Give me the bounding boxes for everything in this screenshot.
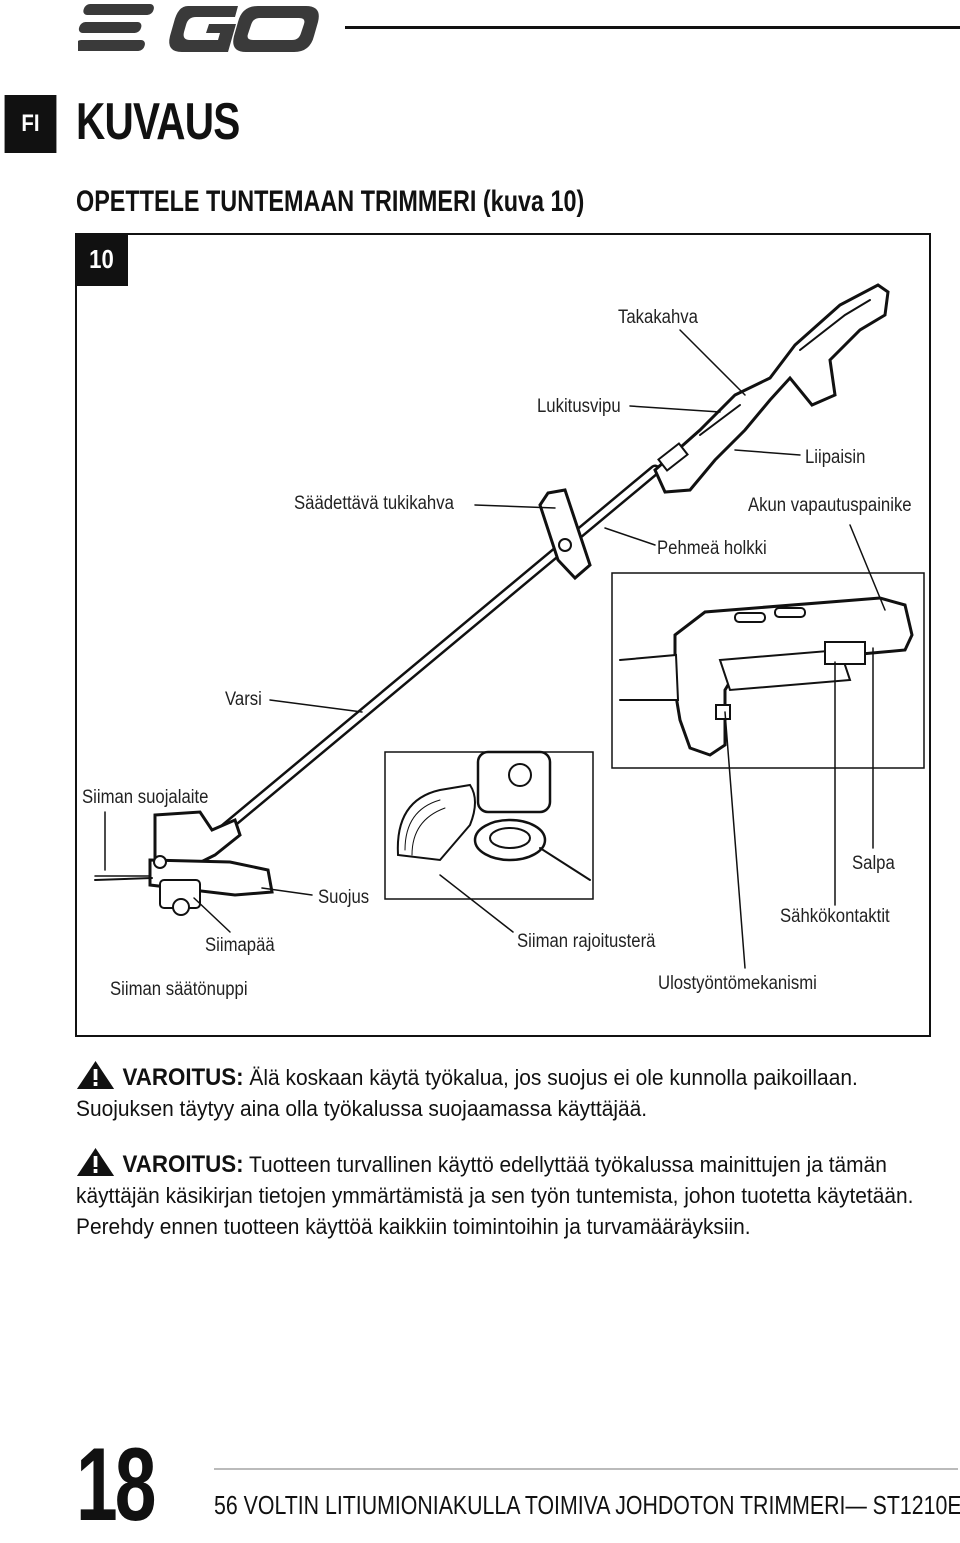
page-number: 18	[76, 1427, 156, 1543]
warning-paragraph: VAROITUS: Älä koskaan käytä työkalua, jo…	[76, 1060, 932, 1124]
label-takakahva: Takakahva	[618, 307, 698, 328]
footer-rule	[214, 1468, 958, 1470]
page-title: KUVAUS	[76, 93, 240, 151]
label-suojus: Suojus	[318, 887, 370, 908]
label-saadettava-tukikahva: Säädettävä tukikahva	[294, 493, 454, 514]
footer-product-line: 56 VOLTIN LITIUMIONIAKULLA TOIMIVA JOHDO…	[214, 1490, 960, 1520]
label-pehmea-holkki: Pehmeä holkki	[657, 538, 767, 559]
label-siiman-saatonuppi: Siiman säätönuppi	[110, 979, 248, 1000]
warning-text: Älä koskaan käytä työkalua, jos suojus e…	[76, 1065, 858, 1121]
ego-logo	[78, 4, 319, 52]
label-sahkokontaktit: Sähkökontaktit	[780, 906, 890, 927]
label-siiman-suojalaite: Siiman suojalaite	[82, 787, 209, 808]
section-subtitle: OPETTELE TUNTEMAAN TRIMMERI (kuva 10)	[76, 185, 585, 218]
warning-keyword: VAROITUS:	[122, 1064, 244, 1091]
warning-triangle-icon	[76, 1148, 115, 1176]
label-akun-vapautuspainike: Akun vapautuspainike	[748, 495, 912, 516]
header-rule	[345, 26, 960, 29]
language-tab: FI	[4, 95, 57, 153]
label-salpa: Salpa	[852, 853, 895, 874]
label-varsi: Varsi	[225, 689, 262, 710]
warning-paragraph: VAROITUS: Tuotteen turvallinen käyttö ed…	[76, 1147, 950, 1242]
label-ulostyontomekanismi: Ulostyöntömekanismi	[658, 973, 817, 994]
warning-keyword: VAROITUS:	[122, 1151, 244, 1178]
warning-triangle-icon	[76, 1061, 115, 1089]
label-siiman-rajoitustera: Siiman rajoitusterä	[517, 931, 656, 952]
figure-number: 10	[75, 233, 128, 286]
label-liipaisin: Liipaisin	[805, 447, 866, 468]
warning-text: Tuotteen turvallinen käyttö edellyttää t…	[76, 1152, 914, 1239]
label-siimapaa: Siimapää	[205, 935, 275, 956]
label-lukitusvipu: Lukitusvipu	[537, 396, 621, 417]
figure-frame	[75, 233, 931, 1037]
